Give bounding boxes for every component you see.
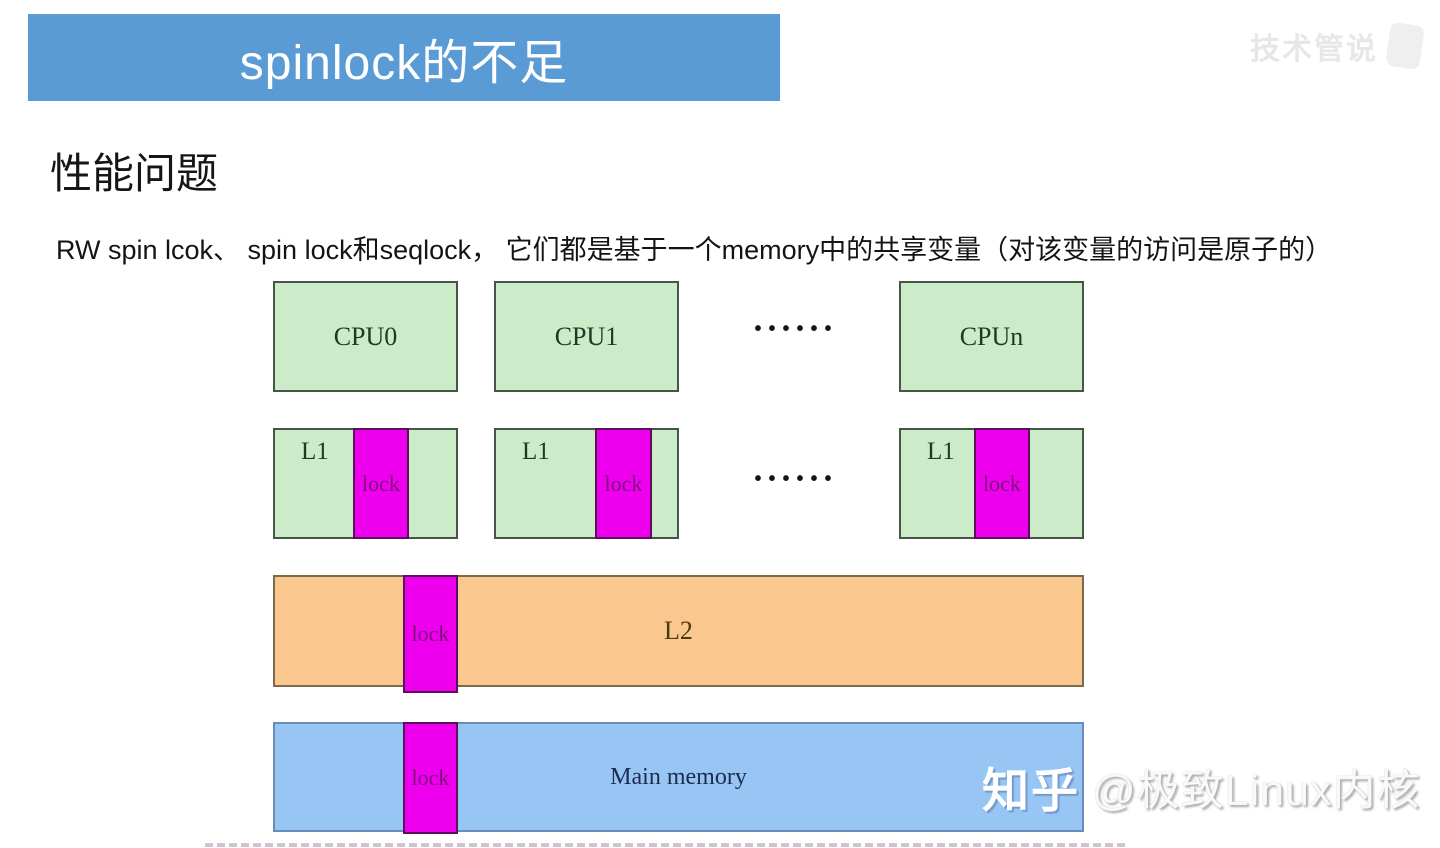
- zhihu-watermark: 知乎 @极致Linux内核: [982, 752, 1420, 821]
- cpu1-box: CPU1: [494, 281, 679, 392]
- slide-title: spinlock的不足: [239, 36, 569, 90]
- l1-label: L1: [522, 438, 550, 465]
- lock-cacheline: lock: [403, 575, 458, 693]
- l1-cache-box-1: L1 lock: [494, 428, 679, 539]
- l1-cache-box-n: L1 lock: [899, 428, 1084, 539]
- cpun-label: CPUn: [959, 321, 1024, 351]
- cpu0-label: CPU0: [333, 321, 398, 351]
- section-heading: 性能问题: [50, 150, 219, 197]
- lock-label: lock: [604, 470, 643, 496]
- lock-label: lock: [362, 470, 400, 496]
- main-memory-bar: lock Main memory: [273, 722, 1084, 834]
- lock-cacheline: lock: [403, 722, 458, 834]
- cropped-bottom-element: [205, 843, 1125, 847]
- cpu1-label: CPU1: [554, 321, 619, 351]
- cpu0-box: CPU0: [273, 281, 458, 392]
- ellipsis-cpu-row: ••••••: [754, 318, 839, 340]
- l1-cache-box-0: L1 lock: [273, 428, 458, 539]
- l1-label: L1: [301, 438, 329, 465]
- lock-cacheline: lock: [974, 428, 1030, 539]
- ellipsis-l1-row: ••••••: [754, 468, 839, 490]
- l1-label: L1: [927, 438, 955, 465]
- channel-watermark: 技术管说: [1250, 20, 1440, 72]
- cpun-box: CPUn: [899, 281, 1084, 392]
- l2-label: L2: [664, 616, 693, 645]
- lock-cacheline: lock: [353, 428, 409, 539]
- l2-cache-bar: lock L2: [273, 575, 1084, 693]
- lock-cacheline: lock: [595, 428, 652, 539]
- lock-label: lock: [983, 470, 1021, 496]
- zhihu-logo: 知乎: [982, 764, 1080, 817]
- lock-label: lock: [411, 765, 450, 790]
- title-bar: spinlock的不足: [28, 14, 780, 101]
- lock-label: lock: [411, 621, 450, 646]
- channel-logo-icon: [1385, 21, 1425, 71]
- zhihu-handle: @极致Linux内核: [1092, 766, 1421, 815]
- main-memory-label: Main memory: [610, 763, 747, 790]
- channel-watermark-text: 技术管说: [1250, 33, 1378, 66]
- body-text: RW spin lcok、 spin lock和seqlock， 它们都是基于一…: [56, 235, 1333, 265]
